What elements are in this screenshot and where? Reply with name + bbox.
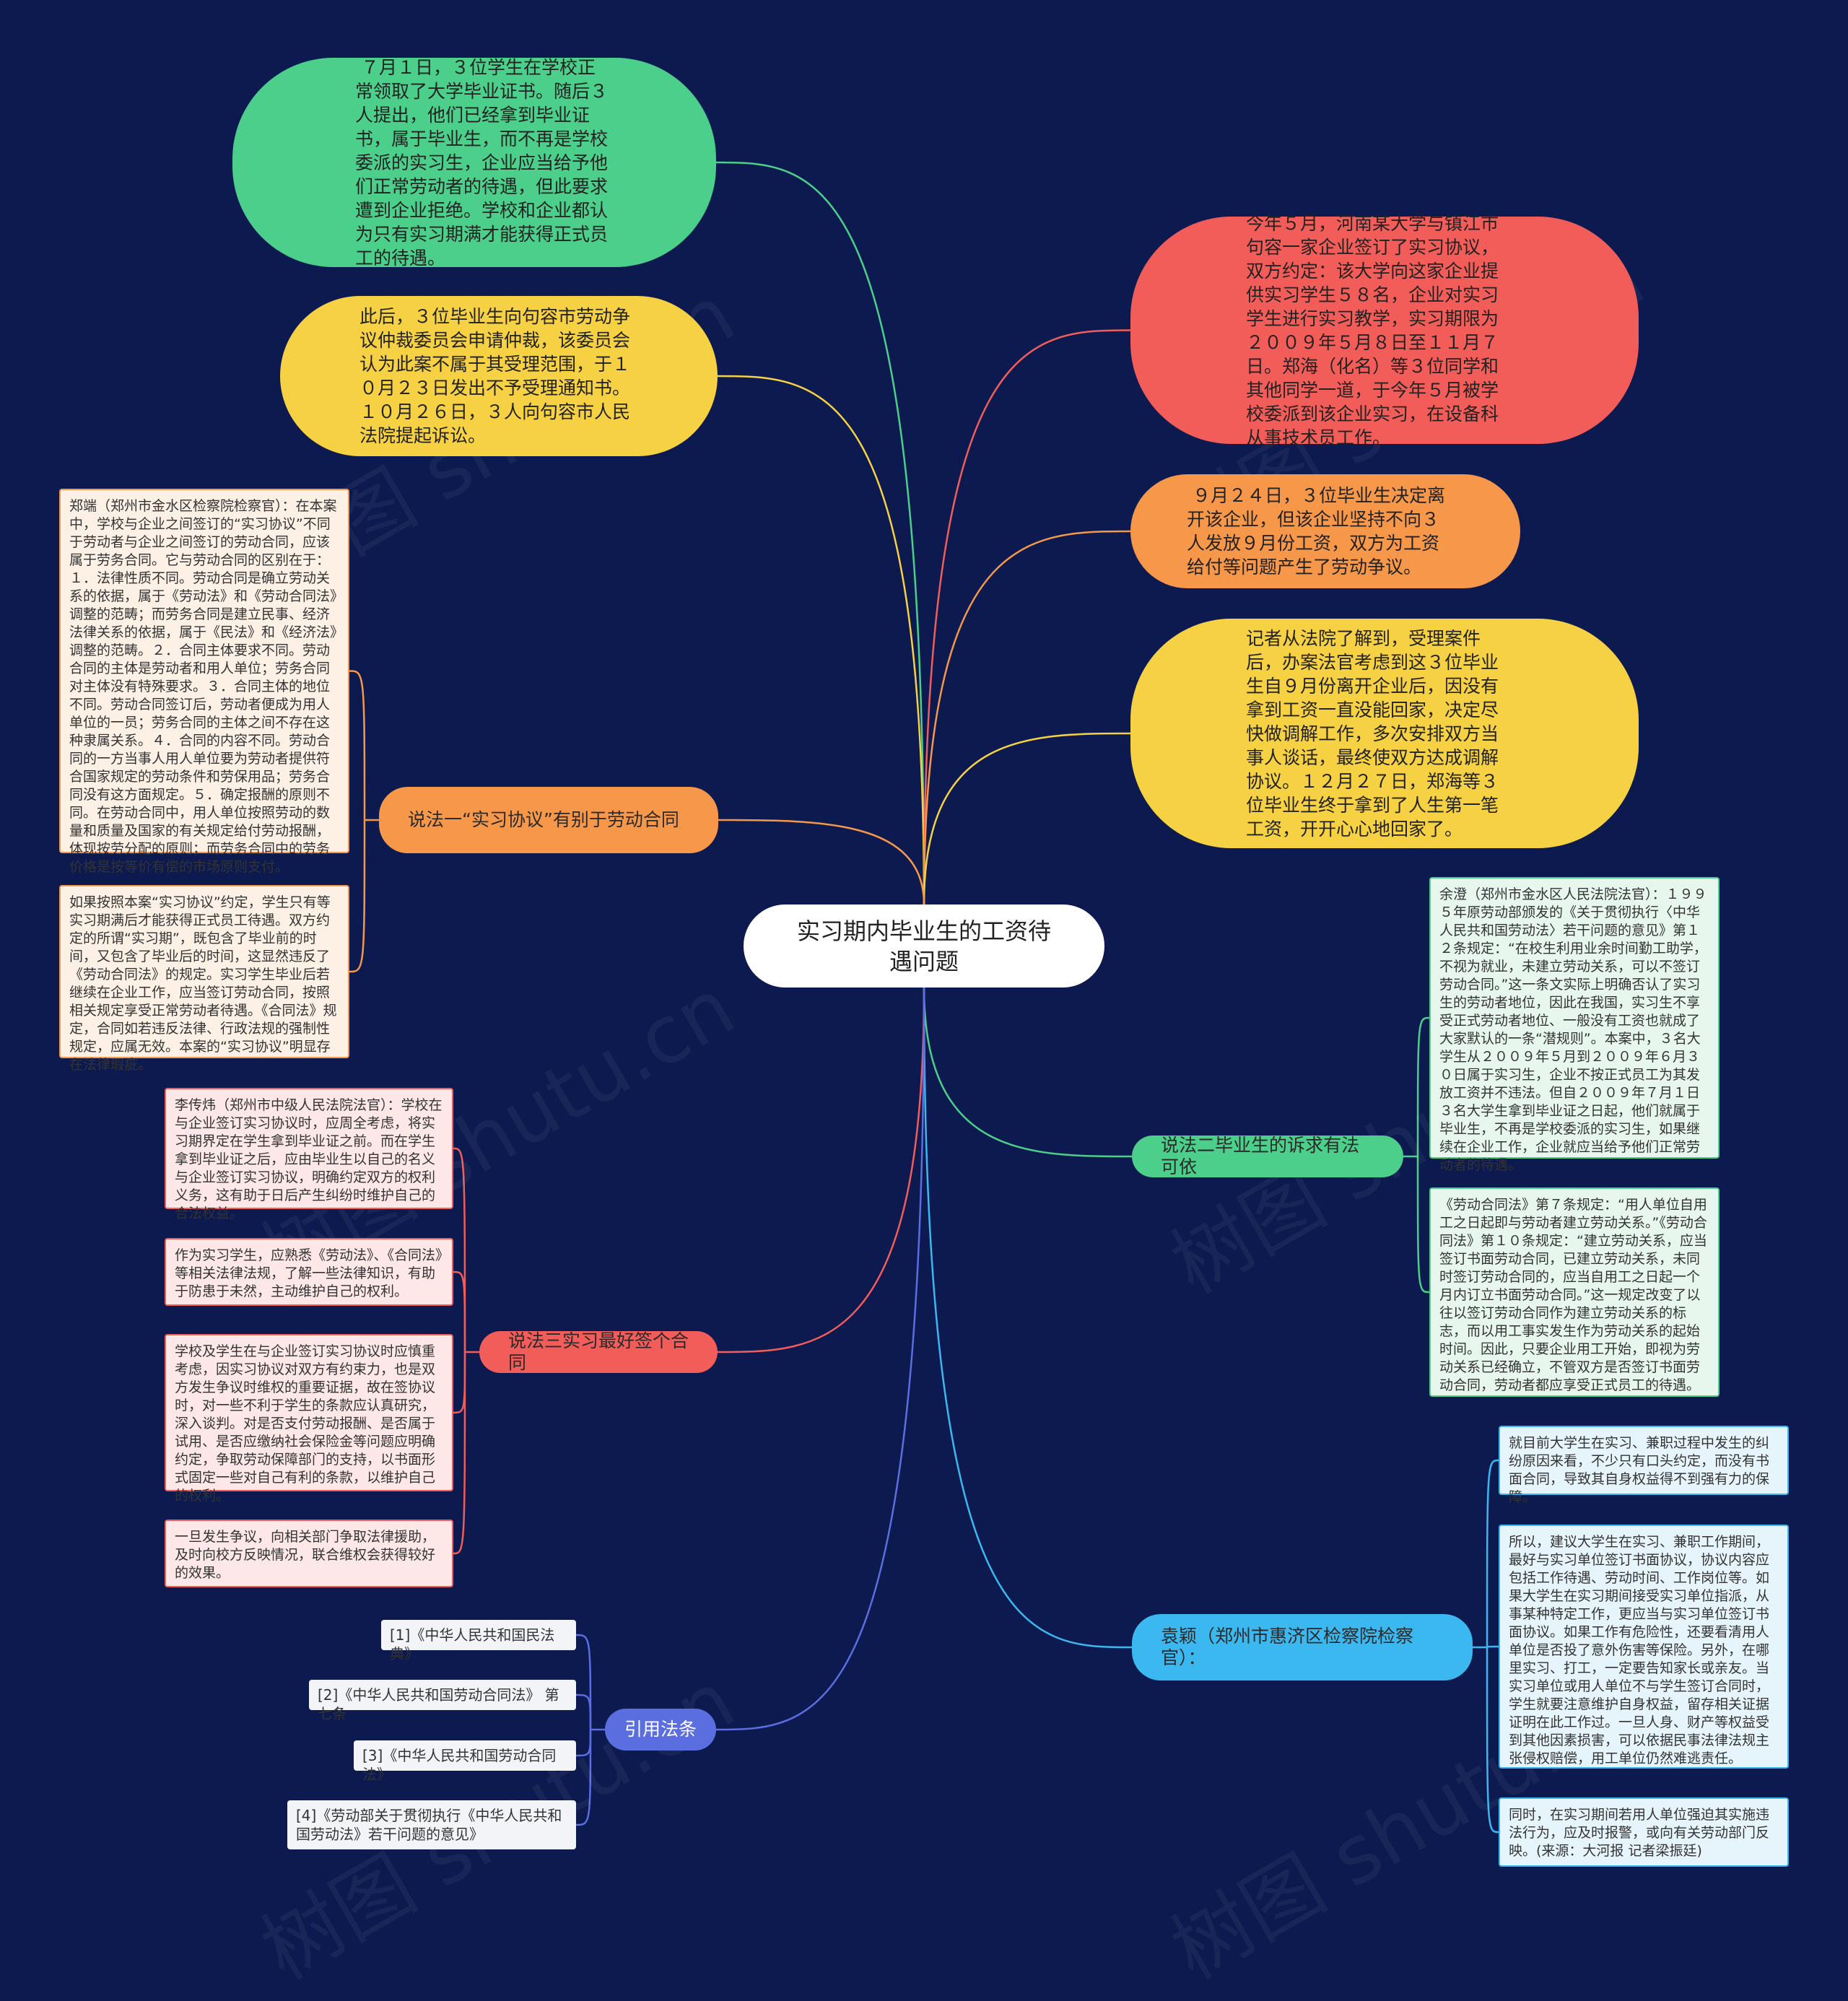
- ref-labor-ministry-opinion[interactable]: [4]《劳动部关于贯彻执行《中华人民共和国劳动法》若干问题的意见》: [287, 1800, 576, 1849]
- branch-label: 说法一“实习协议”有别于劳动合同: [408, 809, 679, 830]
- center-link: [715, 987, 925, 1731]
- leaf-link: [349, 670, 366, 821]
- leaf-link: [1486, 1459, 1499, 1648]
- ref-civil-code[interactable]: [1]《中华人民共和国民法典》: [381, 1620, 576, 1662]
- leaf-link: [453, 1147, 466, 1353]
- leaf-link: [453, 1351, 466, 1555]
- story-text: ７月１日，３位学生在学校正常领取了大学毕业证书。随后３人提出，他们已经拿到毕业证…: [355, 56, 609, 269]
- leaf-report-violation[interactable]: 同时，在实习期间若用人单位强迫其实施违法行为，应及时报警，或向有关劳动部门反映。…: [1499, 1797, 1789, 1867]
- center-link: [923, 987, 1133, 1158]
- center-link: [718, 819, 925, 905]
- leaf-legal-aid[interactable]: 一旦发生争议，向相关部门争取法律援助，及时向校方反映情况，联合维权会获得较好的效…: [165, 1520, 453, 1587]
- leaf-oral-agreement[interactable]: 就目前大学生在实习、兼职过程中发生的纠纷原因来看，不少只有口头约定，而没有书面合…: [1499, 1426, 1789, 1505]
- branch-yuan-ying[interactable]: 袁颖（郑州市惠济区检察院检察官）：: [1132, 1614, 1473, 1680]
- center-link: [923, 987, 1133, 1649]
- story-node-graduation[interactable]: ７月１日，３位学生在学校正常领取了大学毕业证书。随后３人提出，他们已经拿到毕业证…: [232, 56, 716, 269]
- ref-labor-contract-law[interactable]: [3]《中华人民共和国劳动合同法》: [354, 1740, 576, 1783]
- leaf-agreement-flaw[interactable]: 如果按照本案“实习协议”约定，学生只有等实习期满后才能获得正式员工待遇。双方约定…: [59, 885, 349, 1073]
- leaf-link: [575, 1634, 592, 1730]
- leaf-link: [1486, 1647, 1499, 1834]
- center-link: [715, 161, 925, 905]
- branch-view-two[interactable]: 说法二毕业生的诉求有法可依: [1132, 1135, 1403, 1177]
- story-text: 今年５月，河南某大学与镇江市句容一家企业签订了实习协议，双方约定：该大学向这家企…: [1246, 212, 1499, 448]
- branch-view-one[interactable]: 说法一“实习协议”有别于劳动合同: [379, 787, 718, 853]
- leaf-link: [349, 819, 366, 973]
- branch-view-three[interactable]: 说法三实习最好签个合同: [479, 1330, 718, 1373]
- branch-label: 袁颖（郑州市惠济区检察院检察官）：: [1161, 1626, 1414, 1668]
- leaf-zheng-duan[interactable]: 郑端（郑州市金水区检察院检察官）：在本案中，学校与企业之间签订的“实习协议”不同…: [59, 489, 349, 875]
- story-text: ９月２４日，３位毕业生决定离开该企业，但该企业坚持不向３人发放９月份工资，双方为…: [1187, 485, 1445, 577]
- leaf-li-chuanwei[interactable]: 李传炜（郑州市中级人民法院法官）：学校在与企业签订实习协议时，应周全考虑，将实习…: [165, 1088, 453, 1221]
- story-text: 记者从法院了解到，受理案件后，办案法官考虑到这３位毕业生自９月份离开企业后，因没…: [1246, 627, 1499, 840]
- center-link: [923, 329, 1131, 905]
- leaf-link: [453, 1270, 466, 1353]
- leaf-link: [1416, 1156, 1430, 1294]
- central-topic[interactable]: 实习期内毕业生的工资待 遇问题: [744, 904, 1104, 988]
- story-text: 此后，３位毕业生向句容市劳动争议仲裁委员会申请仲裁，该委员会认为此案不属于其受理…: [359, 306, 631, 446]
- leaf-know-law[interactable]: 作为实习学生，应熟悉《劳动法》、《合同法》等相关法律法规，了解一些法律知识，有助…: [165, 1238, 453, 1306]
- branch-label: 说法三实习最好签个合同: [508, 1330, 689, 1373]
- story-node-arbitration[interactable]: 此后，３位毕业生向句容市劳动争议仲裁委员会申请仲裁，该委员会认为此案不属于其受理…: [280, 296, 718, 456]
- leaf-link: [1416, 1016, 1430, 1157]
- story-node-agreement[interactable]: 今年５月，河南某大学与镇江市句容一家企业签订了实习协议，双方约定：该大学向这家企…: [1130, 213, 1639, 448]
- leaf-link: [575, 1729, 592, 1757]
- leaf-link: [453, 1351, 466, 1414]
- connector-lines: [349, 161, 1499, 1834]
- leaf-sign-carefully[interactable]: 学校及学生在与企业签订实习协议时应慎重考虑，因实习协议对双方有约束力，也是双方发…: [165, 1334, 453, 1504]
- ref-labor-contract-art7[interactable]: [2]《中华人民共和国劳动合同法》 第七条: [309, 1680, 576, 1722]
- leaf-labor-contract-law[interactable]: 《劳动合同法》第７条规定：“用人单位自用工之日起即与劳动者建立劳动关系。”《劳动…: [1429, 1187, 1720, 1397]
- center-link: [717, 375, 925, 905]
- story-node-mediation[interactable]: 记者从法院了解到，受理案件后，办案法官考虑到这３位毕业生自９月份离开企业后，因没…: [1130, 619, 1639, 848]
- branch-references[interactable]: 引用法条: [605, 1709, 716, 1751]
- leaf-link: [575, 1693, 592, 1730]
- branch-label: 引用法条: [624, 1719, 697, 1740]
- leaf-written-agreement[interactable]: 所以，建议大学生在实习、兼职工作期间，最好与实习单位签订书面协议，协议内容应包括…: [1499, 1525, 1789, 1769]
- branch-label: 说法二毕业生的诉求有法可依: [1161, 1135, 1360, 1177]
- center-link: [923, 732, 1131, 905]
- leaf-link: [575, 1729, 592, 1826]
- leaf-yu-cheng[interactable]: 余澄（郑州市金水区人民法院法官）：１９９５年原劳动部颁发的《关于贯彻执行〈中华人…: [1429, 877, 1720, 1173]
- center-link: [923, 530, 1131, 905]
- center-link: [717, 987, 925, 1353]
- story-node-dispute[interactable]: ９月２４日，３位毕业生决定离开该企业，但该企业坚持不向３人发放９月份工资，双方为…: [1130, 474, 1520, 588]
